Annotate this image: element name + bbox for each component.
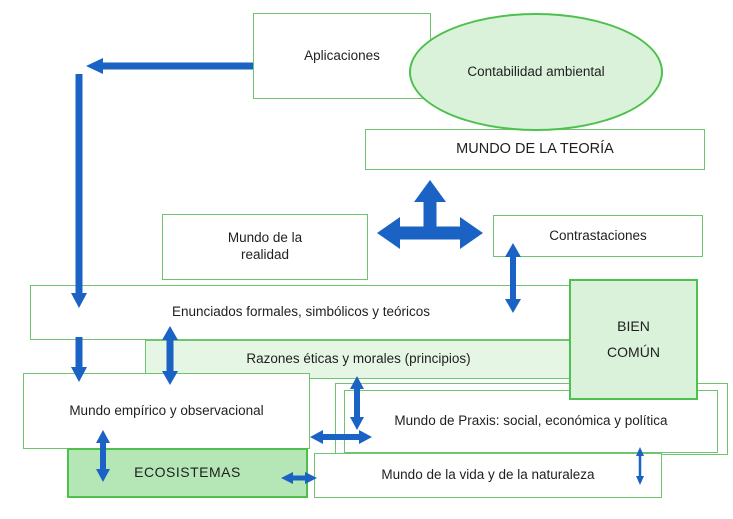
node-label: MUNDO DE LA TEORÍA [456, 141, 614, 158]
node-bien-comun: BIEN COMÚN [569, 279, 698, 400]
node-aplicaciones: Aplicaciones [253, 13, 431, 99]
node-label: Mundo de la vida y de la naturaleza [381, 467, 595, 483]
node-contabilidad-ambiental-ellipse: Contabilidad ambiental [409, 13, 663, 131]
node-label: Mundo de la realidad [227, 230, 303, 262]
arrow-three-way-teoria [377, 180, 483, 249]
node-label: ECOSISTEMAS [134, 464, 241, 481]
node-label: Enunciados formales, simbólicos y teóric… [171, 304, 431, 320]
node-contrastaciones: Contrastaciones [493, 215, 703, 257]
node-enunciados: Enunciados formales, simbólicos y teóric… [30, 285, 572, 340]
node-label: Contrastaciones [549, 227, 647, 243]
node-mundo-teoria: MUNDO DE LA TEORÍA [365, 129, 705, 170]
node-mundo-praxis: Mundo de Praxis: social, económica y pol… [344, 390, 718, 453]
node-label: Razones éticas y morales (principios) [246, 351, 471, 367]
node-razones: Razones éticas y morales (principios) [145, 340, 572, 379]
node-label: Aplicaciones [304, 47, 380, 63]
node-label: BIEN COMÚN [607, 318, 660, 360]
node-ecosistemas: ECOSISTEMAS [67, 448, 308, 498]
node-label: Mundo empírico y observacional [69, 402, 264, 418]
node-label: Mundo de Praxis: social, económica y pol… [394, 413, 668, 429]
node-mundo-realidad: Mundo de la realidad [162, 214, 368, 280]
node-label: Contabilidad ambiental [467, 63, 605, 79]
node-mundo-empirico: Mundo empírico y observacional [23, 373, 310, 449]
node-mundo-vida: Mundo de la vida y de la naturaleza [314, 453, 662, 498]
